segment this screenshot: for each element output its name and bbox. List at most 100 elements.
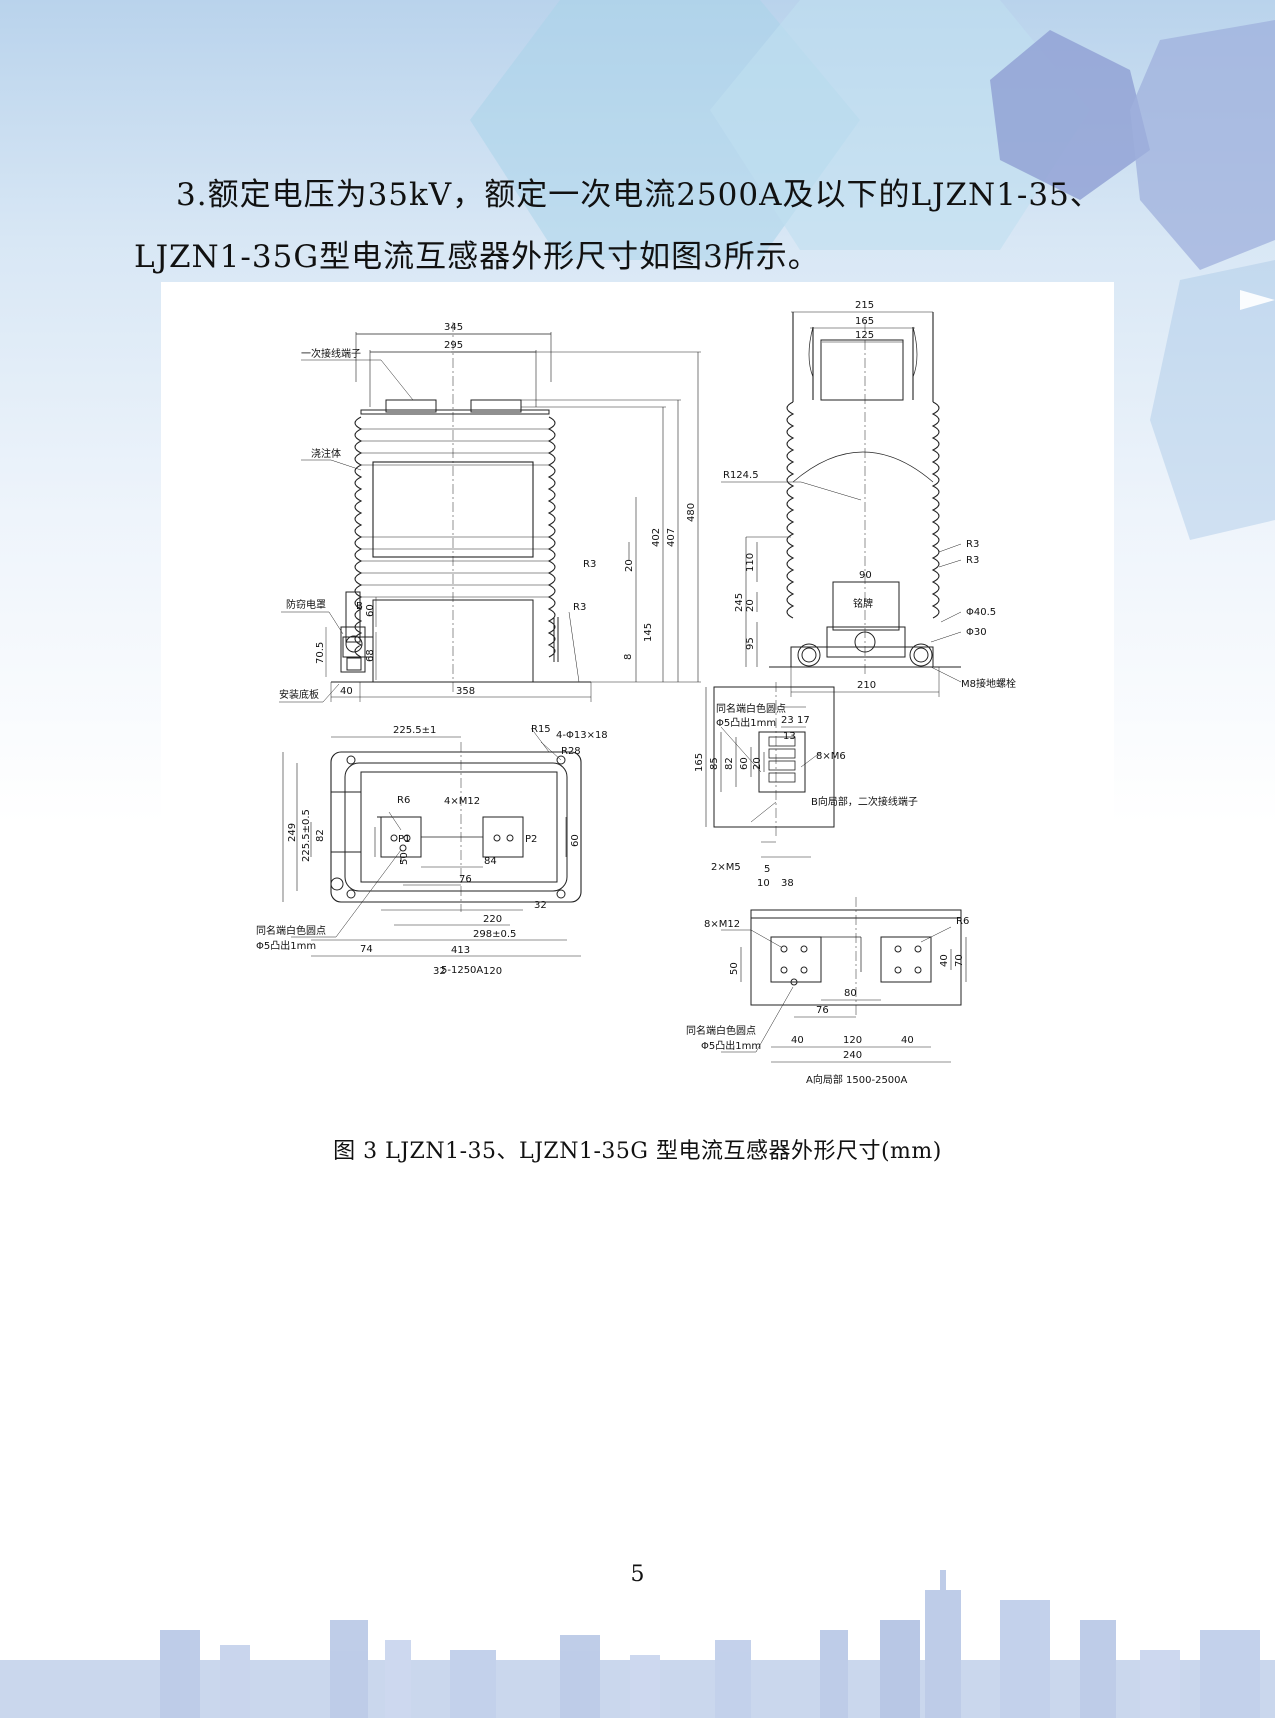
dim-76-bottom: 76 [459,874,472,885]
dim-345: 345 [444,322,463,333]
dim-r3-side-b: R3 [966,555,979,566]
dim-4xm12: 4×M12 [444,796,480,807]
bottom-view [282,727,582,957]
dim-125: 125 [855,330,874,341]
paragraph-line-2: LJZN1-35G型电流互感器外形尺寸如图3所示。 [134,239,820,275]
dim-8xm6: 8×M6 [816,751,846,762]
side-view [721,311,962,697]
hexagon-decoration [1240,290,1275,310]
dim-74: 74 [360,944,373,955]
dim-4-holes: 4-Φ13×18 [556,730,608,741]
dim-70-a: 70 [954,954,965,967]
dim-40-front: 40 [340,686,353,697]
dim-240: 240 [843,1050,862,1061]
dim-120-a: 120 [843,1035,862,1046]
intro-paragraph: 3.额定电压为35kV，额定一次电流2500A及以下的LJZN1-35、 LJZ… [134,164,1144,288]
dim-50-a: 50 [729,962,740,975]
label-rating-5-1250a: 5-1250A [441,965,483,976]
dim-402: 402 [651,528,662,547]
label-a-polarity-mark: 同名端白色圆点 [686,1024,756,1037]
dim-20-b: 20 [752,757,763,770]
dim-295: 295 [444,340,463,351]
dim-220: 220 [483,914,502,925]
hexagon-decoration [1130,20,1275,270]
dim-84: 84 [484,856,497,867]
dim-480: 480 [686,503,697,522]
dim-165-b: 165 [694,753,705,772]
dim-215: 215 [855,300,874,311]
label-ground-bolt: M8接地螺栓 [961,677,1016,690]
paragraph-line-1: 3.额定电压为35kV，额定一次电流2500A及以下的LJZN1-35、 [176,177,1102,213]
front-view [279,322,701,703]
dim-r3-front-b: R3 [573,602,586,613]
label-base-plate: 安装底板 [279,688,319,701]
dim-80-a: 80 [844,988,857,999]
dim-r124-5: R124.5 [723,470,759,481]
dim-413: 413 [451,945,470,956]
dim-5: 5 [764,864,770,875]
drawing-text: 一次接线端子 浇注体 防窃电罩 B 安装底板 345 295 480 407 4… [256,300,1016,1086]
label-primary-terminal: 一次接线端子 [301,347,361,360]
dim-165: 165 [855,316,874,327]
label-b-polarity-spec: Φ5凸出1mm [716,716,776,729]
dim-85: 85 [709,757,720,770]
city-skyline-decoration [0,1570,1275,1718]
dim-phi40-5: Φ40.5 [966,607,996,618]
dim-407: 407 [666,528,677,547]
label-cast-body: 浇注体 [311,447,341,460]
label-bottom-polarity-spec: Φ5凸出1mm [256,939,316,952]
dim-13: 13 [783,731,796,742]
dim-32-a: 32 [433,966,446,977]
dim-70-5: 70.5 [315,642,326,664]
label-b-polarity-mark: 同名端白色圆点 [716,702,786,715]
label-a-polarity-spec: Φ5凸出1mm [701,1039,761,1052]
hexagon-decoration [710,0,1090,250]
label-section-b: B [356,601,363,612]
dim-210: 210 [857,680,876,691]
dim-38: 38 [781,878,794,889]
hexagon-decoration [1150,260,1275,540]
dim-249: 249 [287,823,298,842]
dim-82-b: 82 [724,757,735,770]
dim-50-bottom: 50 [399,852,410,865]
dim-358: 358 [456,686,475,697]
dim-40-a-v: 40 [939,954,950,967]
dim-2xm5: 2×M5 [711,862,741,873]
dim-8xm12: 8×M12 [704,919,740,930]
label-explosion-cover: 防窃电罩 [286,598,326,611]
hexagon-decoration [990,30,1150,200]
label-a-view: A向局部 1500-2500A [806,1073,908,1086]
dim-95: 95 [745,637,756,650]
label-bottom-polarity-mark: 同名端白色圆点 [256,924,326,937]
figure-outline-drawing: 一次接线端子 浇注体 防窃电罩 B 安装底板 345 295 480 407 4… [161,282,1114,1102]
dim-40-a-1: 40 [791,1035,804,1046]
dim-60-b: 60 [739,757,750,770]
page-number: 5 [630,1562,645,1587]
dim-r6-bottom: R6 [397,795,410,806]
dim-20-side: 20 [745,599,756,612]
dim-20-front: 20 [624,559,635,572]
dim-phi30: Φ30 [966,627,987,638]
dim-60-bottom: 60 [570,834,581,847]
label-p2: P2 [525,834,537,845]
dim-60-front: 60 [365,604,376,617]
dim-145: 145 [643,623,654,642]
dim-298-5: 298±0.5 [473,929,516,940]
dim-r28: R28 [561,746,581,757]
engineering-drawing: 一次接线端子 浇注体 防窃电罩 B 安装底板 345 295 480 407 4… [256,300,1016,1086]
dim-82-bottom: 82 [315,829,326,842]
dim-8: 8 [623,654,634,660]
label-b-view: B向局部，二次接线端子 [811,795,918,808]
dim-68: 68 [365,649,376,662]
dim-245: 245 [734,593,745,612]
dim-10: 10 [757,878,770,889]
dim-r15: R15 [531,724,551,735]
dim-40-a-2: 40 [901,1035,914,1046]
dim-225-5-1: 225.5±1 [393,725,436,736]
figure-caption: 图 3 LJZN1-35、LJZN1-35G 型电流互感器外形尺寸(mm) [333,1139,942,1164]
dim-110: 110 [745,553,756,572]
label-p1: P1 [398,834,410,845]
dim-23: 23 [781,715,794,726]
dim-225-5-05: 225.5±0.5 [301,809,312,862]
